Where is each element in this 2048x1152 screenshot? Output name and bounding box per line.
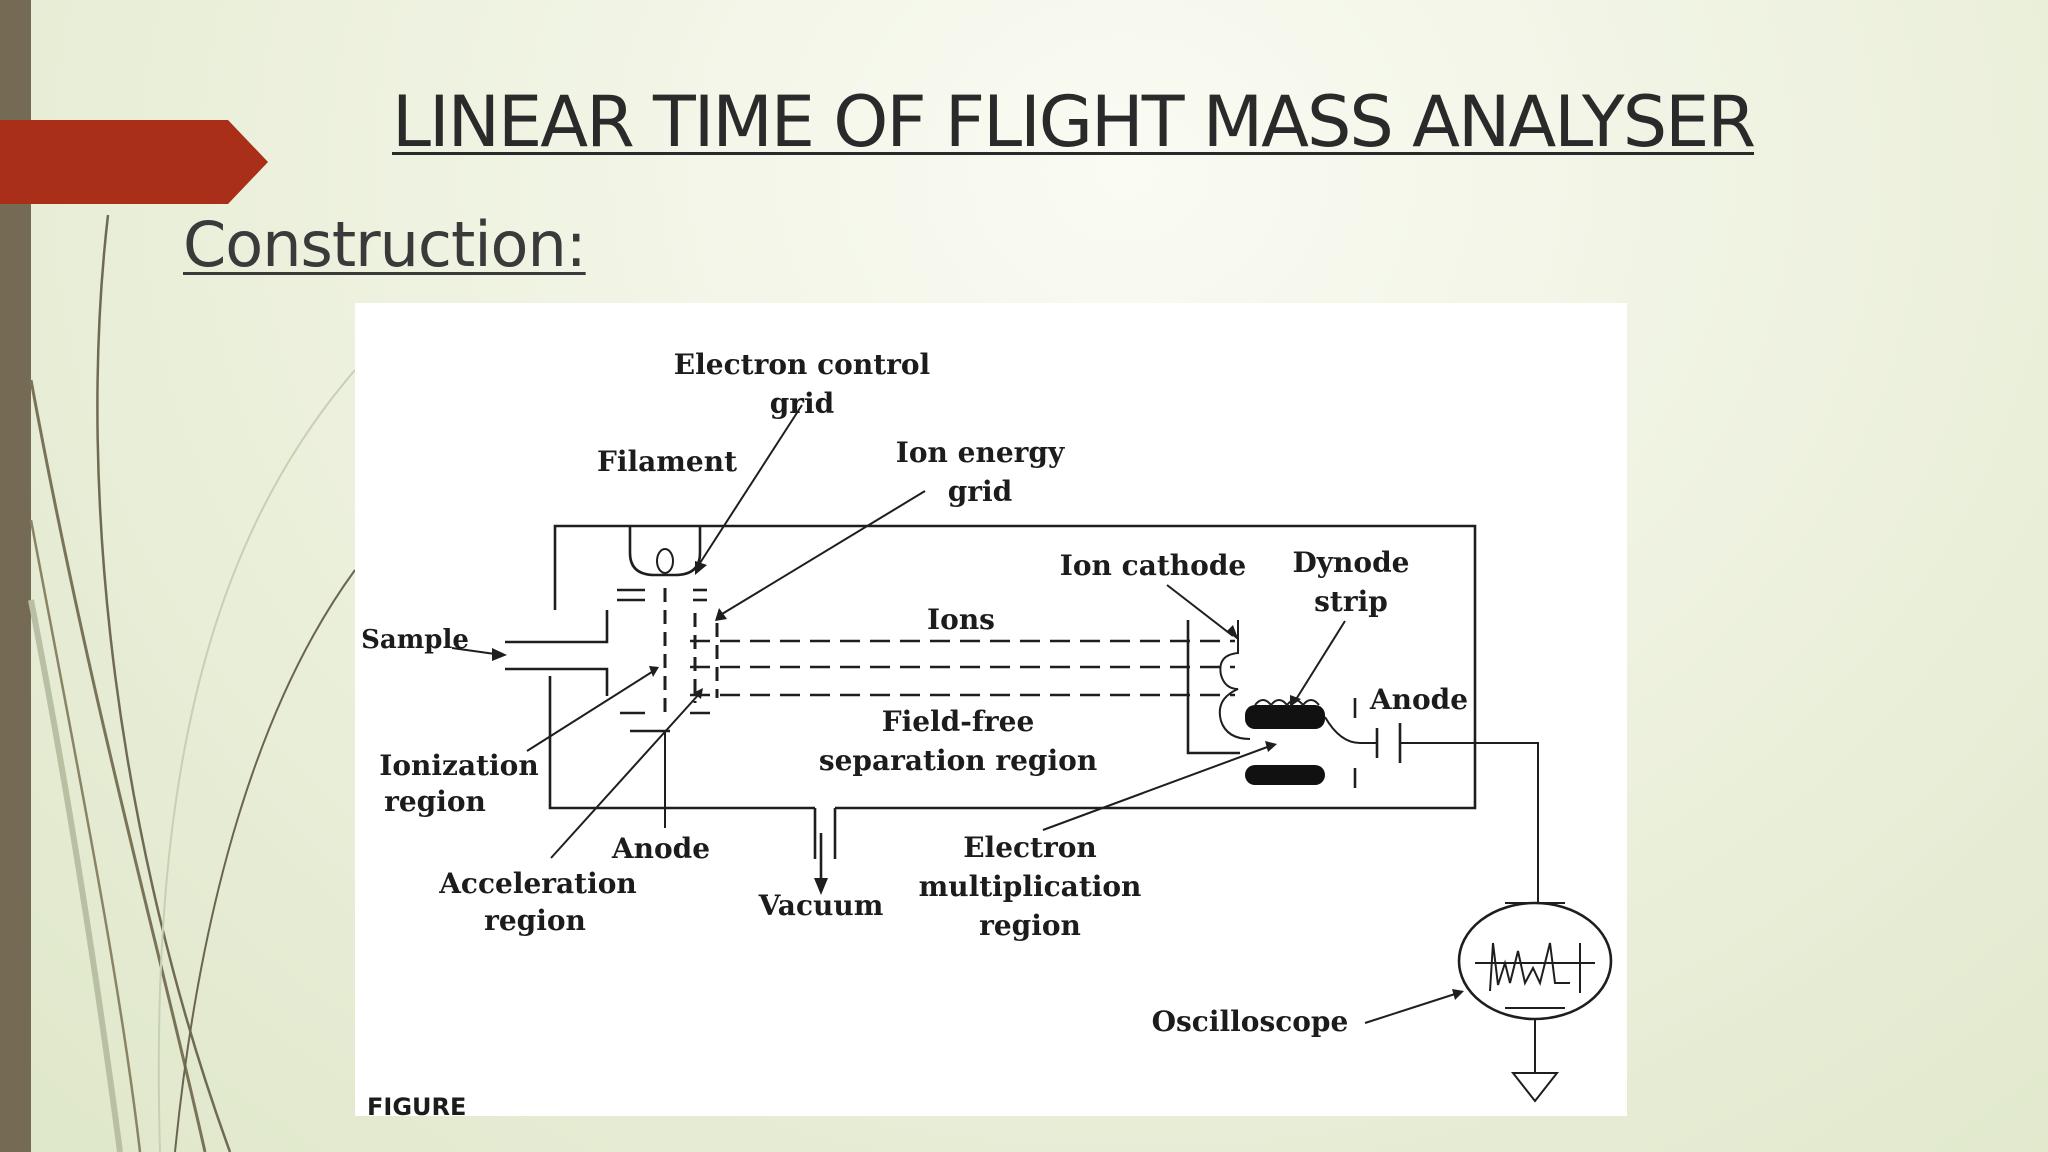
decorative-curves	[28, 214, 356, 1152]
ion-cathode	[1186, 620, 1240, 755]
label-oscilloscope: Oscilloscope	[1152, 1005, 1349, 1038]
label-anode-bottom: Anode	[611, 832, 710, 865]
label-field-free-2: separation region	[819, 744, 1097, 777]
vacuum-port	[813, 808, 837, 859]
oscilloscope	[1457, 901, 1613, 1021]
label-field-free: Field-free	[882, 705, 1035, 738]
label-ions: Ions	[927, 603, 995, 636]
label-electron-multiplication: Electron	[963, 831, 1097, 864]
label-acceleration: Acceleration	[438, 867, 637, 900]
label-electron-multiplication-3: region	[979, 909, 1081, 942]
label-electron-control-grid-2: grid	[770, 387, 835, 420]
slide-title: LINEAR TIME OF FLIGHT MASS ANALYSER	[392, 81, 1756, 163]
accent-arrow-shape	[0, 120, 268, 204]
label-electron-multiplication-2: multiplication	[919, 870, 1142, 903]
label-ion-cathode: Ion cathode	[1060, 549, 1246, 582]
label-anode-right: Anode	[1369, 683, 1468, 716]
label-sample: Sample	[361, 625, 469, 655]
figure-caption: FIGURE	[367, 1093, 466, 1116]
label-dynode-strip-2: strip	[1314, 585, 1388, 618]
tof-diagram: Electron control grid Filament Ion energ…	[355, 303, 1627, 1116]
ground-symbol	[1510, 1072, 1560, 1103]
label-acceleration-2: region	[484, 904, 586, 937]
filament	[628, 526, 702, 577]
label-ion-energy-grid-2: grid	[948, 475, 1013, 508]
label-dynode-strip: Dynode	[1293, 546, 1410, 579]
label-ionization-2: region	[384, 785, 486, 818]
label-ionization: Ionization	[379, 749, 538, 782]
label-electron-control-grid: Electron control	[674, 348, 930, 381]
label-filament: Filament	[597, 445, 737, 478]
section-heading: Construction:	[183, 208, 587, 281]
dynode-strip	[1245, 705, 1325, 729]
sample-inlet	[505, 610, 609, 696]
chamber-outline	[548, 524, 1477, 810]
label-vacuum: Vacuum	[758, 889, 884, 922]
label-ion-energy-grid: Ion energy	[896, 436, 1065, 469]
